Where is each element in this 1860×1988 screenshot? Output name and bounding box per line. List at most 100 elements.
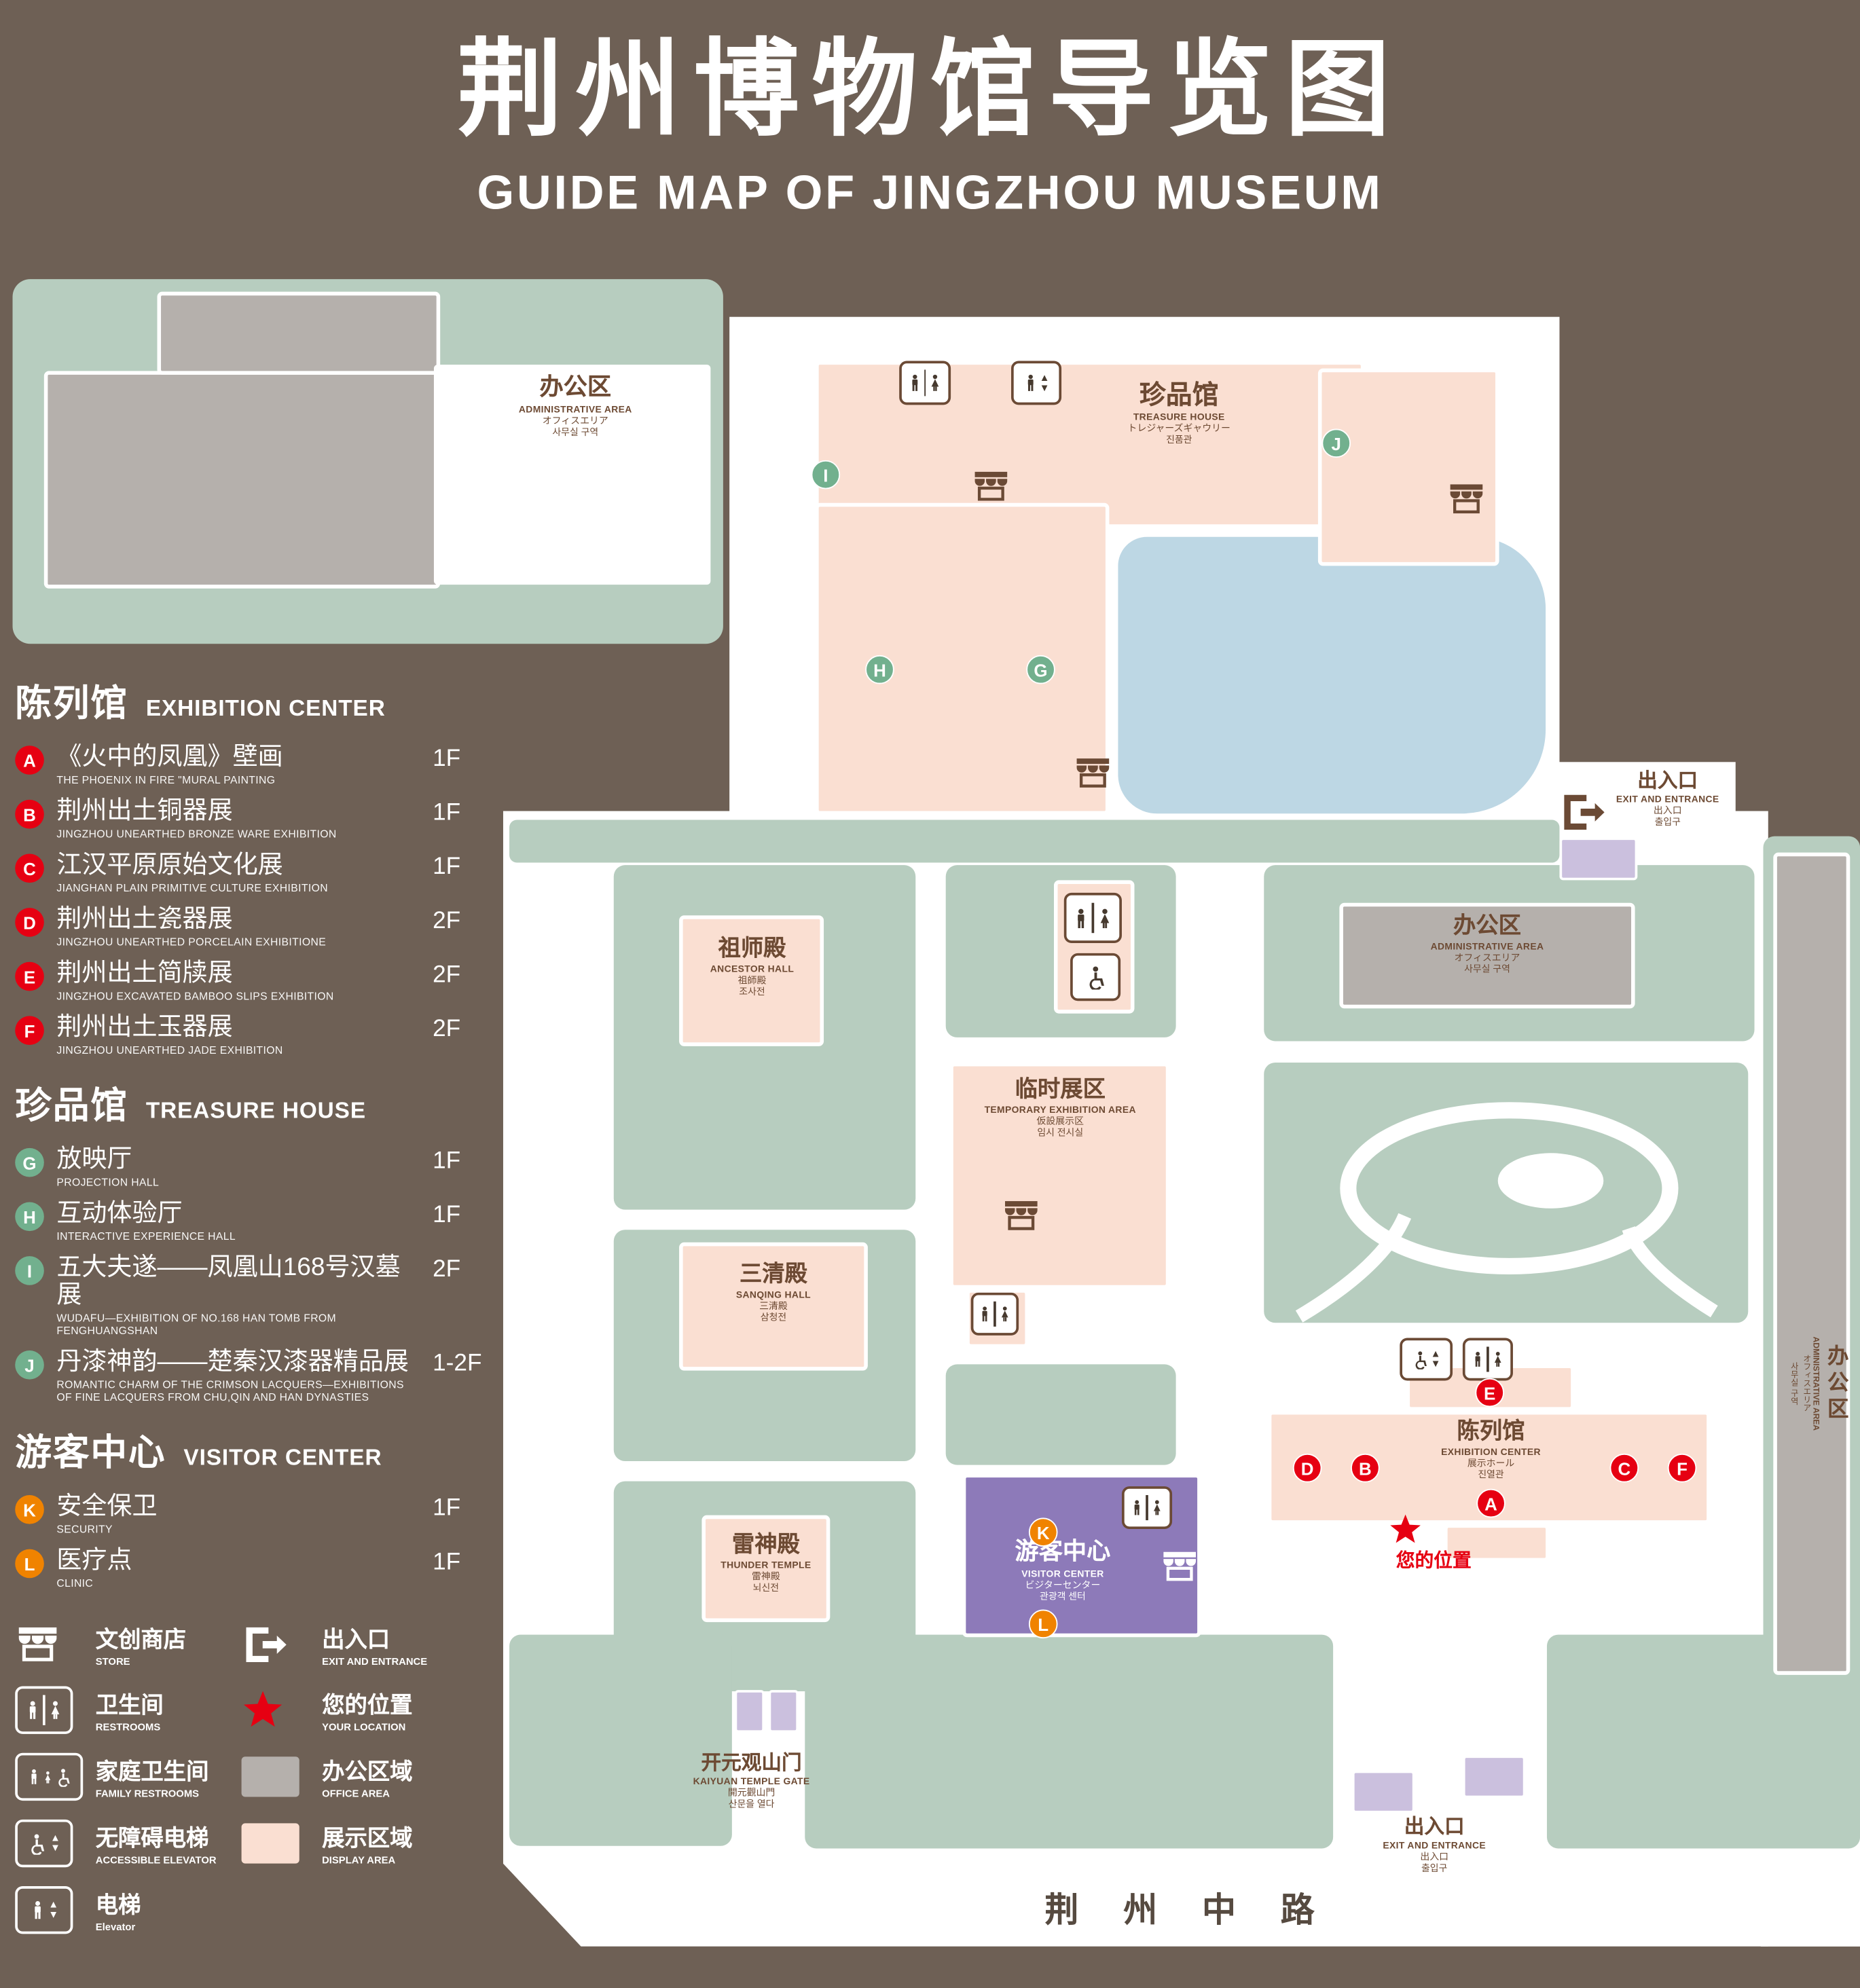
store-icon [974, 471, 1008, 501]
badge-A: A [15, 746, 44, 775]
sanqing-hall-label: 三清殿 SANQING HALL 三清殿 삼청전 [683, 1262, 864, 1323]
thunder-temple-building [701, 1515, 831, 1623]
map-marker-A: A [1476, 1488, 1506, 1518]
office-label-block [433, 365, 711, 585]
pond [1114, 533, 1550, 817]
label-ja: オフィスエリア [542, 414, 608, 426]
office-building-right-strip [1773, 852, 1850, 1675]
label-zh: 开元观山门 [701, 1752, 802, 1775]
label-ja: 出入口 [1653, 805, 1682, 817]
restroom-icon [1063, 892, 1122, 943]
store-icon [1005, 1201, 1038, 1230]
item-en: INTERACTIVE EXPERIENCE HALL [56, 1230, 236, 1242]
item-zh: 互动体验厅 [56, 1199, 183, 1228]
garden-paths [1295, 1102, 1718, 1323]
label-en: THUNDER TEMPLE [721, 1558, 812, 1570]
green-area [805, 1634, 1334, 1849]
section-title-en: VISITOR CENTER [183, 1444, 382, 1470]
item-en: JINGZHOU UNEARTHED BRONZE WARE EXHIBITIO… [56, 827, 337, 841]
legend-en: ACCESSIBLE ELEVATOR [95, 1854, 217, 1866]
legend-item-exit: 出入口 EXIT AND ENTRANCE [242, 1622, 491, 1668]
legend-en: Elevator [95, 1921, 136, 1933]
badge-C: C [15, 853, 44, 883]
label-ko: 사무실 구역 [1788, 1361, 1798, 1405]
label-en: EXIT AND ENTRANCE [1383, 1839, 1487, 1852]
item-zh: 安全保卫 [56, 1492, 158, 1521]
label-ko: 조사전 [739, 985, 765, 997]
item-zh: 荆州出土瓷器展 [56, 905, 233, 934]
item-en: JINGZHOU UNEARTHED JADE EXHIBITION [56, 1044, 283, 1056]
accessible-elevator-icon: ▲▼ [1400, 1338, 1453, 1381]
label-zh: 陈列馆 [1457, 1418, 1525, 1444]
item-en: ROMANTIC CHARM OF THE CRIMSON LACQUERS—E… [56, 1378, 404, 1403]
accessible-restroom-icon [1070, 953, 1121, 1001]
item-zh: 《火中的凤凰》壁画 [56, 743, 283, 771]
label-zh: 出入口 [1404, 1817, 1465, 1839]
label-ko: 사무실 구역 [552, 426, 599, 438]
legend-item-restrooms: 卫生间 RESTROOMS [15, 1686, 229, 1734]
badge-H: H [15, 1202, 44, 1232]
legend-zh: 展示区域 [322, 1826, 413, 1852]
restroom-icon [15, 1686, 73, 1734]
treasure-house-building [1317, 368, 1499, 566]
label-en: ADMINISTRATIVE AREA [518, 403, 632, 415]
item-zh: 医疗点 [56, 1546, 132, 1575]
restroom-icon [899, 361, 951, 405]
legend-zh: 出入口 [322, 1627, 390, 1653]
store-icon [1450, 484, 1483, 514]
label-zh: 办公区 [539, 374, 612, 401]
gate-mark [768, 1690, 799, 1733]
item-floor: 1F [433, 1147, 461, 1175]
admin-top-left-label: 办公区 ADMINISTRATIVE AREA オフィスエリア 사무실 구역 [484, 375, 667, 437]
label-zh: 您的位置 [1396, 1550, 1472, 1572]
gate-mark [734, 1690, 765, 1733]
label-zh: 祖师殿 [718, 935, 786, 961]
label-ko: 진열관 [1478, 1468, 1504, 1480]
elevator-arrows: ▲▼ [1039, 371, 1050, 393]
exit-icon [1564, 794, 1605, 830]
divider [924, 369, 926, 397]
item-floor: 1F [433, 746, 461, 773]
label-ja: 出入口 [1420, 1851, 1449, 1863]
map-marker-H: H [865, 655, 894, 684]
divider [1487, 1346, 1489, 1372]
badge-G: G [15, 1147, 44, 1177]
temporary-exhibition-label: 临时展区 TEMPORARY EXHIBITION AREA 仮設展示区 임시 … [958, 1076, 1162, 1137]
label-ja: トレジャーズギャウリー [1127, 422, 1230, 435]
legend-zh: 卫生间 [95, 1692, 164, 1718]
divider [1091, 902, 1094, 934]
item-floor: 1-2F [433, 1350, 482, 1377]
badge-B: B [15, 799, 44, 829]
exit-right-label: 出入口 EXIT AND ENTRANCE 出入口 출입구 [1605, 769, 1730, 828]
legend-en: EXIT AND ENTRANCE [322, 1656, 428, 1668]
item-zh: 五大夫遂——凤凰山168号汉墓展 [56, 1253, 401, 1309]
visitor-center-label: 游客中心 VISITOR CENTER ビジターセンター 관광객 센터 [974, 1539, 1150, 1602]
office-building-top-left [43, 371, 441, 589]
restroom-icon [1121, 1486, 1173, 1530]
legend-en: RESTROOMS [95, 1721, 161, 1733]
badge-D: D [15, 908, 44, 937]
label-ko: 사무실 구역 [1464, 962, 1510, 974]
treasure-house-building [815, 502, 1110, 815]
elevator-icon: ▲▼ [15, 1886, 73, 1934]
label-ja: 開元觀山門 [727, 1787, 776, 1799]
thunder-temple-label: 雷神殿 THUNDER TEMPLE 雷神殿 뇌신전 [704, 1532, 827, 1593]
label-ja: 雷神殿 [752, 1570, 780, 1582]
item-floor: 1F [433, 799, 461, 826]
badge-I: I [15, 1256, 44, 1285]
label-zh: 三清殿 [739, 1261, 807, 1287]
road-label: 荆 州 中 路 [1044, 1891, 1332, 1929]
label-zh: 办公区 [1823, 1343, 1848, 1423]
kaiyuan-gate-label: 开元观山门 KAIYUAN TEMPLE GATE 開元觀山門 산문을 열다 [660, 1752, 843, 1810]
item-en: PROJECTION HALL [56, 1175, 160, 1189]
